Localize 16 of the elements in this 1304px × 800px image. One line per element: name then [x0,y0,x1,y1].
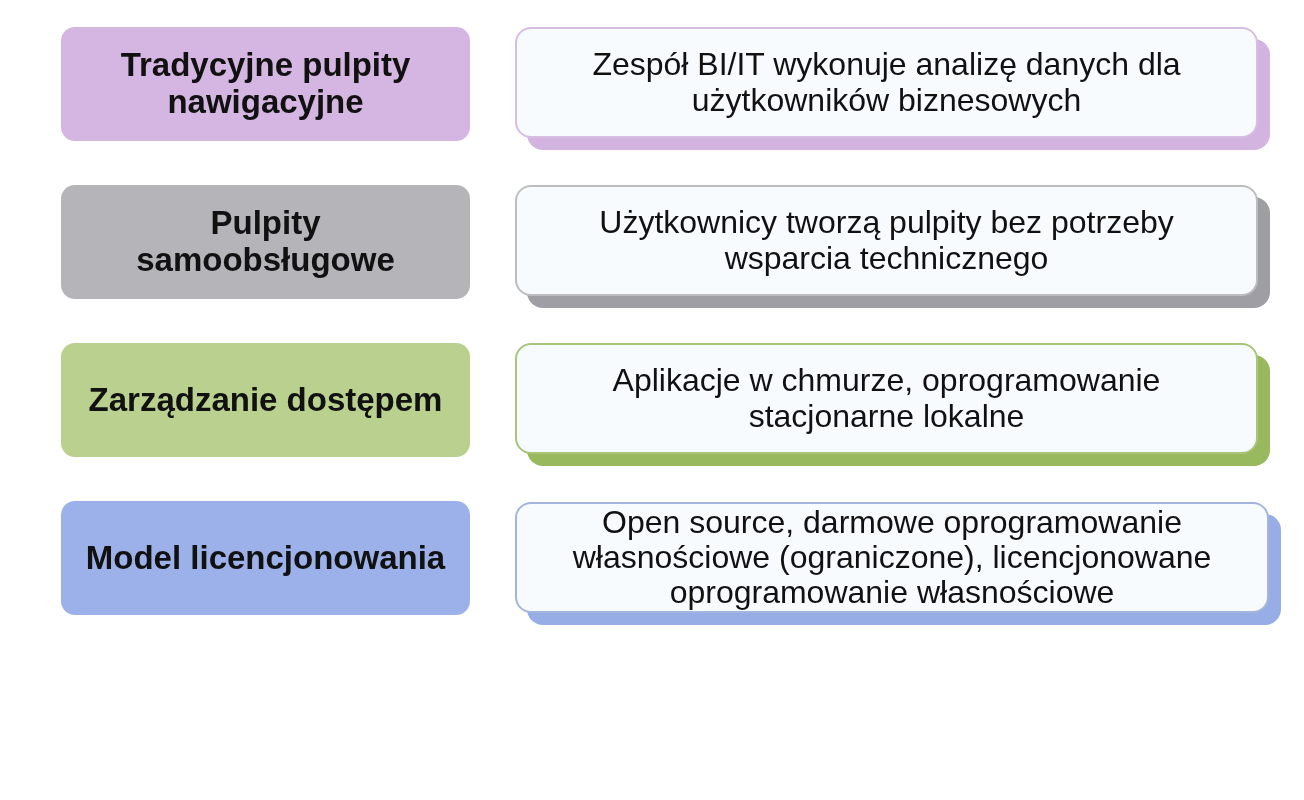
category-label: Zarządzanie dostępem [88,381,443,419]
description-text: Użytkownicy tworzą pulpity bez potrzeby wsparcia technicznego [598,205,1175,276]
category-box [61,27,470,141]
category-box [61,501,470,615]
description-text: Zespół BI/IT wykonuje analizę danych dla użytkowników biznesowych [591,47,1182,118]
description-card [515,27,1270,150]
category-label: Model licencjonowania [85,539,446,577]
description-text: Open source, darmowe oprogramowanie własnościowe (ograniczone), licencjonowane oprogramowanie własnościowe [571,504,1213,611]
category-box [61,185,470,299]
description-card [515,343,1270,466]
description-card [515,502,1281,625]
category-label: Tradycyjne pulpity nawigacyjne [119,47,412,121]
category-box [61,343,470,457]
category-label: Pulpity samoobsługowe [135,205,396,279]
description-card [515,185,1270,308]
description-text: Aplikacje w chmurze, oprogramowanie stacjonarne lokalne [611,363,1162,434]
